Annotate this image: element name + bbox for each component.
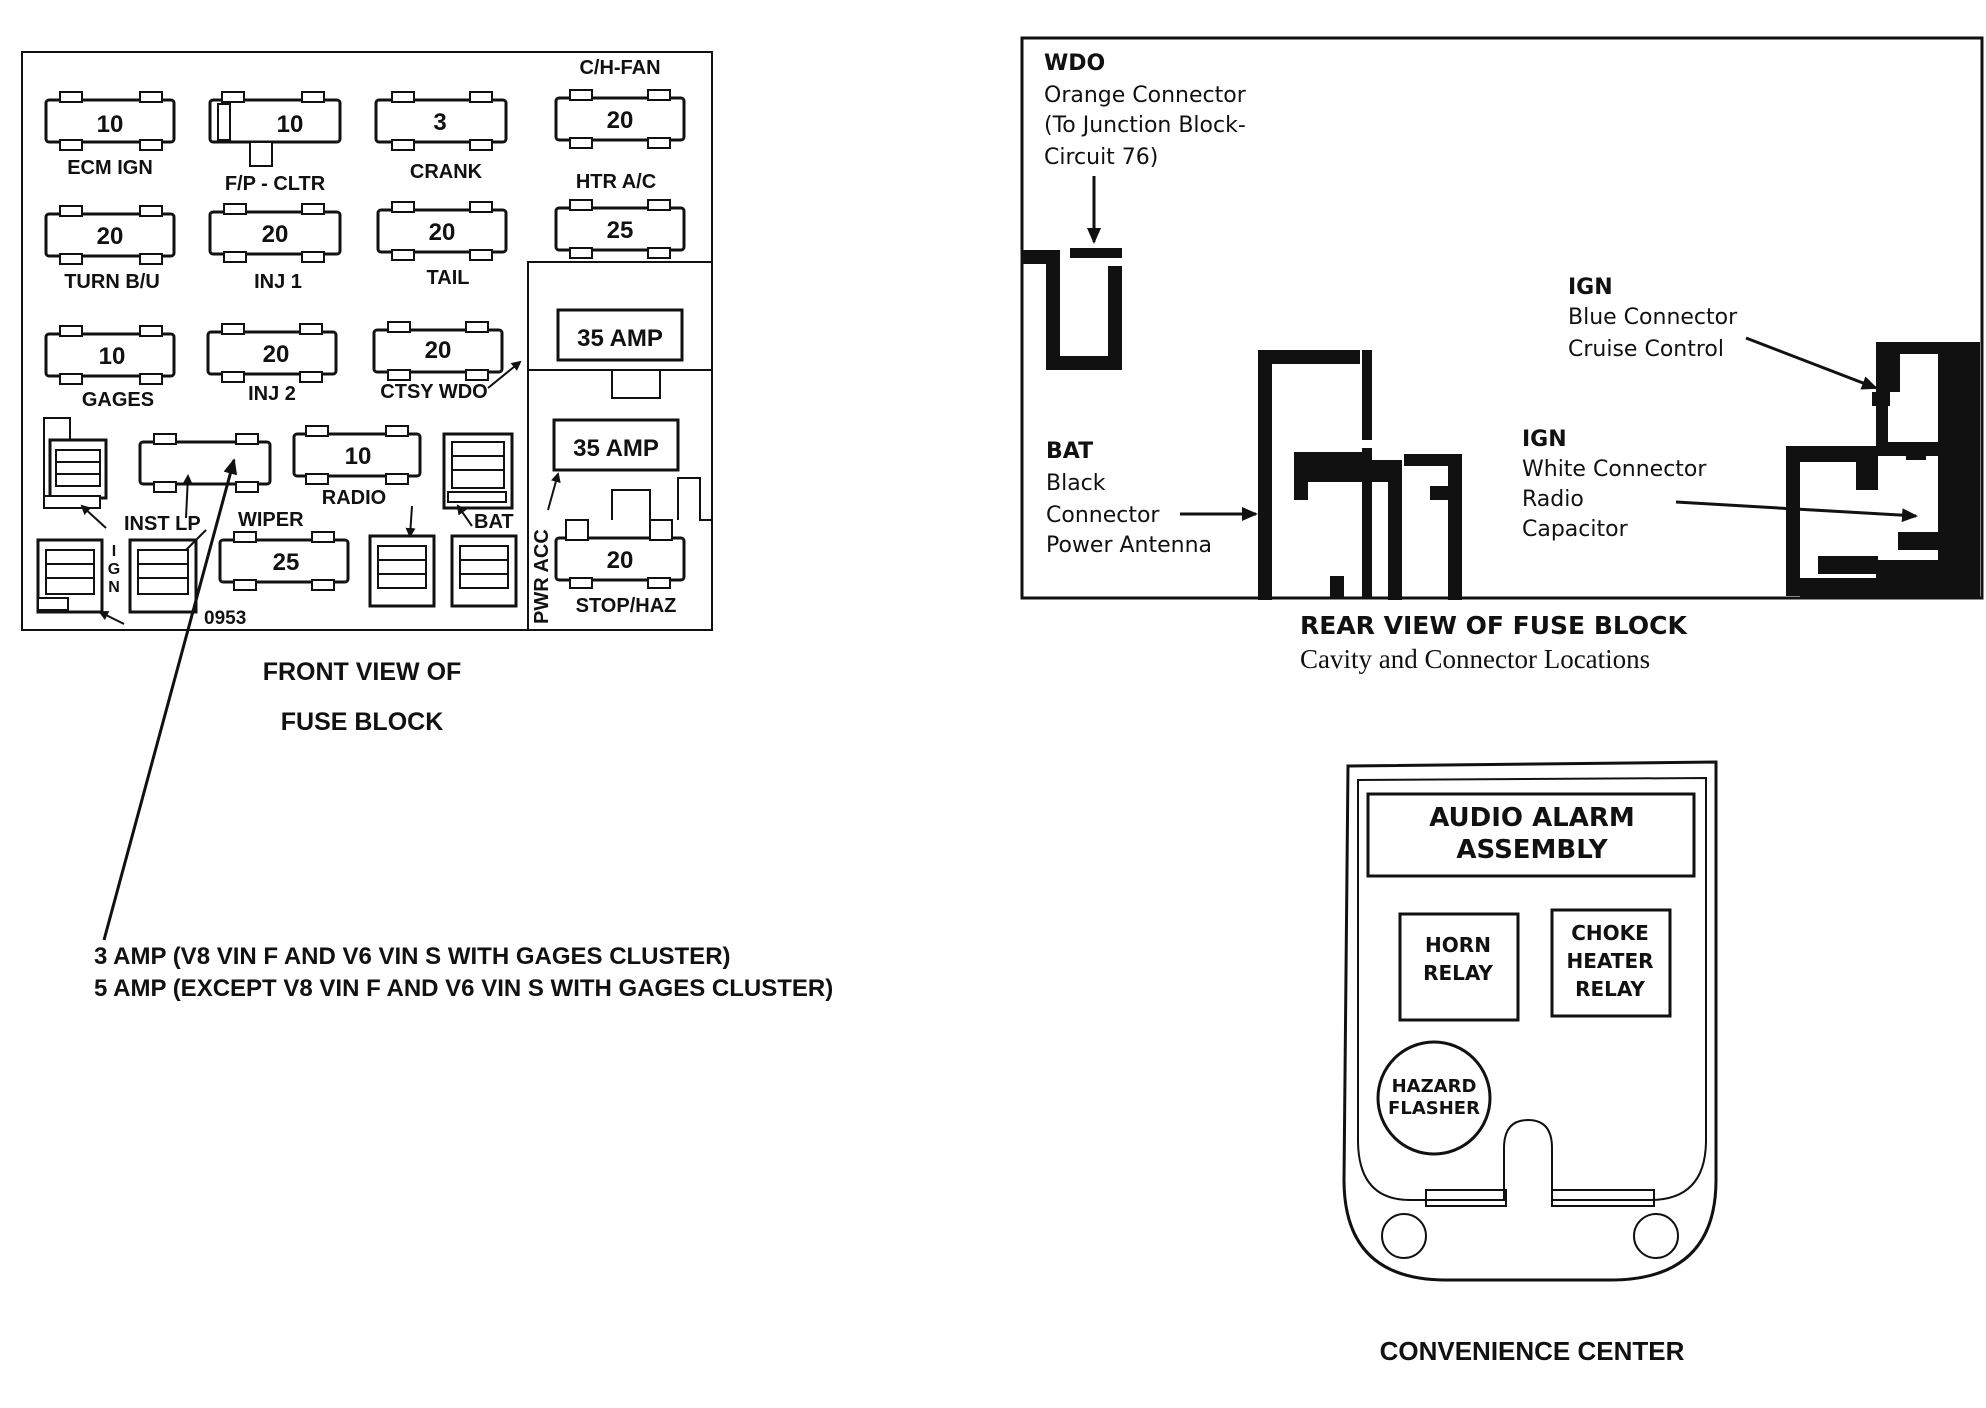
fuse-amp: 20 (263, 341, 290, 368)
choke-label-3: RELAY (1575, 977, 1645, 1001)
wdo-title: WDO (1044, 51, 1105, 76)
fuse-amp: 20 (425, 337, 452, 364)
fuse-amp: 20 (262, 221, 289, 248)
rear-caption-line2: Cavity and Connector Locations (1300, 644, 1650, 674)
hazard-label-2: FLASHER (1388, 1098, 1480, 1119)
label-pwr-acc: PWR ACC (531, 529, 553, 624)
fuse-label: GAGES (82, 389, 154, 411)
ign-radio-line: Radio (1522, 487, 1584, 512)
fuse-label: CTSY WDO (380, 381, 487, 403)
fuse-gages: 10 (44, 325, 176, 385)
connector-ign (36, 538, 104, 614)
fuse-stop-haz: 20 (554, 519, 686, 589)
ign-radio-line: Capacitor (1522, 517, 1629, 542)
label-bat: BAT (474, 511, 514, 533)
choke-label-2: HEATER (1566, 949, 1653, 973)
fuse-amp: 20 (97, 223, 124, 250)
connector-bat-upper (442, 432, 514, 510)
ign-cruise-line: Blue Connector (1568, 305, 1738, 330)
choke-label-1: CHOKE (1571, 921, 1649, 945)
ign-cruise-title: IGN (1568, 275, 1613, 300)
circuit-breaker-2: 35 AMP (552, 418, 680, 472)
fuse-label: TURN B/U (64, 271, 160, 293)
fuse-amp: 10 (345, 443, 372, 470)
label-ign: G (108, 561, 120, 578)
fuse-amp: 3 (433, 109, 446, 136)
label-code: 0953 (204, 608, 246, 629)
fuse-turn-bu: 20 (44, 205, 176, 265)
fuse-label: ECM IGN (67, 157, 153, 179)
fuse-radio: 10 (292, 425, 422, 485)
fuse-ctsy-wdo: 20 (372, 321, 504, 381)
convenience-center: AUDIO ALARM ASSEMBLY HORN RELAY CHOKE HE… (1342, 760, 1718, 1282)
fuse-label: TAIL (427, 267, 470, 289)
horn-label-2: RELAY (1423, 961, 1493, 985)
fuse-label: F/P - CLTR (225, 173, 326, 195)
connector-left-upper (43, 417, 108, 509)
wdo-line: Orange Connector (1044, 83, 1247, 108)
fuse-label: WIPER (238, 509, 304, 531)
alarm-label-2: ASSEMBLY (1456, 835, 1608, 865)
fuse-amp: 10 (97, 111, 124, 138)
fuse-label: INJ 1 (254, 271, 302, 293)
fuse-crank: 3 (374, 91, 508, 151)
fuse-htr-ac: 20 (554, 89, 686, 149)
bat-line: Black (1046, 471, 1106, 496)
hazard-label-1: HAZARD (1392, 1076, 1477, 1097)
fuse-wiper (138, 433, 272, 493)
fuse-amp: 10 (277, 111, 304, 138)
fuse-amp: 10 (99, 343, 126, 370)
fuse-label: INJ 2 (248, 383, 296, 405)
note-leader-arrow (102, 458, 238, 941)
fuse-ecm-ign: 10 (44, 91, 176, 151)
front-fuse-block: 10 ECM IGN 10 F/P - CLTR 3 CRANK (21, 51, 713, 631)
breaker-rating: 35 AMP (577, 325, 663, 352)
fuse-label: RADIO (322, 487, 386, 509)
connector-ign-2 (128, 538, 198, 614)
wdo-line: (To Junction Block- (1044, 113, 1246, 138)
rear-caption-line1: REAR VIEW OF FUSE BLOCK (1300, 611, 1689, 640)
ign-cruise-line: Cruise Control (1568, 337, 1724, 362)
fuse-amp: 20 (607, 547, 634, 574)
note-line1: 3 AMP (V8 VIN F AND V6 VIN S WITH GAGES … (94, 943, 731, 970)
rear-fuse-block (1020, 36, 1984, 600)
fuse-label: C/H-FAN (579, 57, 660, 79)
front-caption-line2: FUSE BLOCK (281, 708, 444, 736)
fuse-label: CRANK (410, 161, 483, 183)
bat-line: Power Antenna (1046, 533, 1212, 558)
fuse-label: STOP/HAZ (576, 595, 677, 617)
alarm-label-1: AUDIO ALARM (1429, 803, 1635, 833)
fuse-label: HTR A/C (576, 171, 656, 193)
front-caption-line1: FRONT VIEW OF (263, 658, 462, 686)
fuse-ch-fan: 25 (554, 199, 686, 259)
ign-radio-line: White Connector (1522, 457, 1707, 482)
horn-label-1: HORN (1425, 933, 1491, 957)
fuse-inj2: 20 (206, 323, 338, 383)
fuse-tail: 20 (376, 201, 508, 261)
breaker-rating: 35 AMP (573, 435, 659, 462)
fuse-amp: 25 (607, 217, 634, 244)
connector-pwr-acc (450, 534, 518, 608)
wdo-line: Circuit 76) (1044, 145, 1158, 170)
label-ign: N (108, 579, 120, 596)
bat-title: BAT (1046, 439, 1093, 464)
bat-line: Connector (1046, 503, 1160, 528)
circuit-breaker-1: 35 AMP (556, 308, 684, 362)
convenience-caption: CONVENIENCE CENTER (1380, 1336, 1685, 1366)
label-ign: I (112, 543, 116, 560)
fuse-amp: 20 (607, 107, 634, 134)
connector-bat-lower (368, 534, 436, 608)
fuse-inj1: 20 (208, 203, 342, 263)
ign-radio-title: IGN (1522, 427, 1567, 452)
fuse-25: 25 (218, 531, 350, 591)
fuse-amp: 25 (273, 549, 300, 576)
fuse-amp: 20 (429, 219, 456, 246)
fuse-fp-cltr: 10 (208, 91, 342, 167)
label-inst-lp: INST LP (124, 513, 201, 535)
note-line2: 5 AMP (EXCEPT V8 VIN F AND V6 VIN S WITH… (94, 975, 833, 1002)
